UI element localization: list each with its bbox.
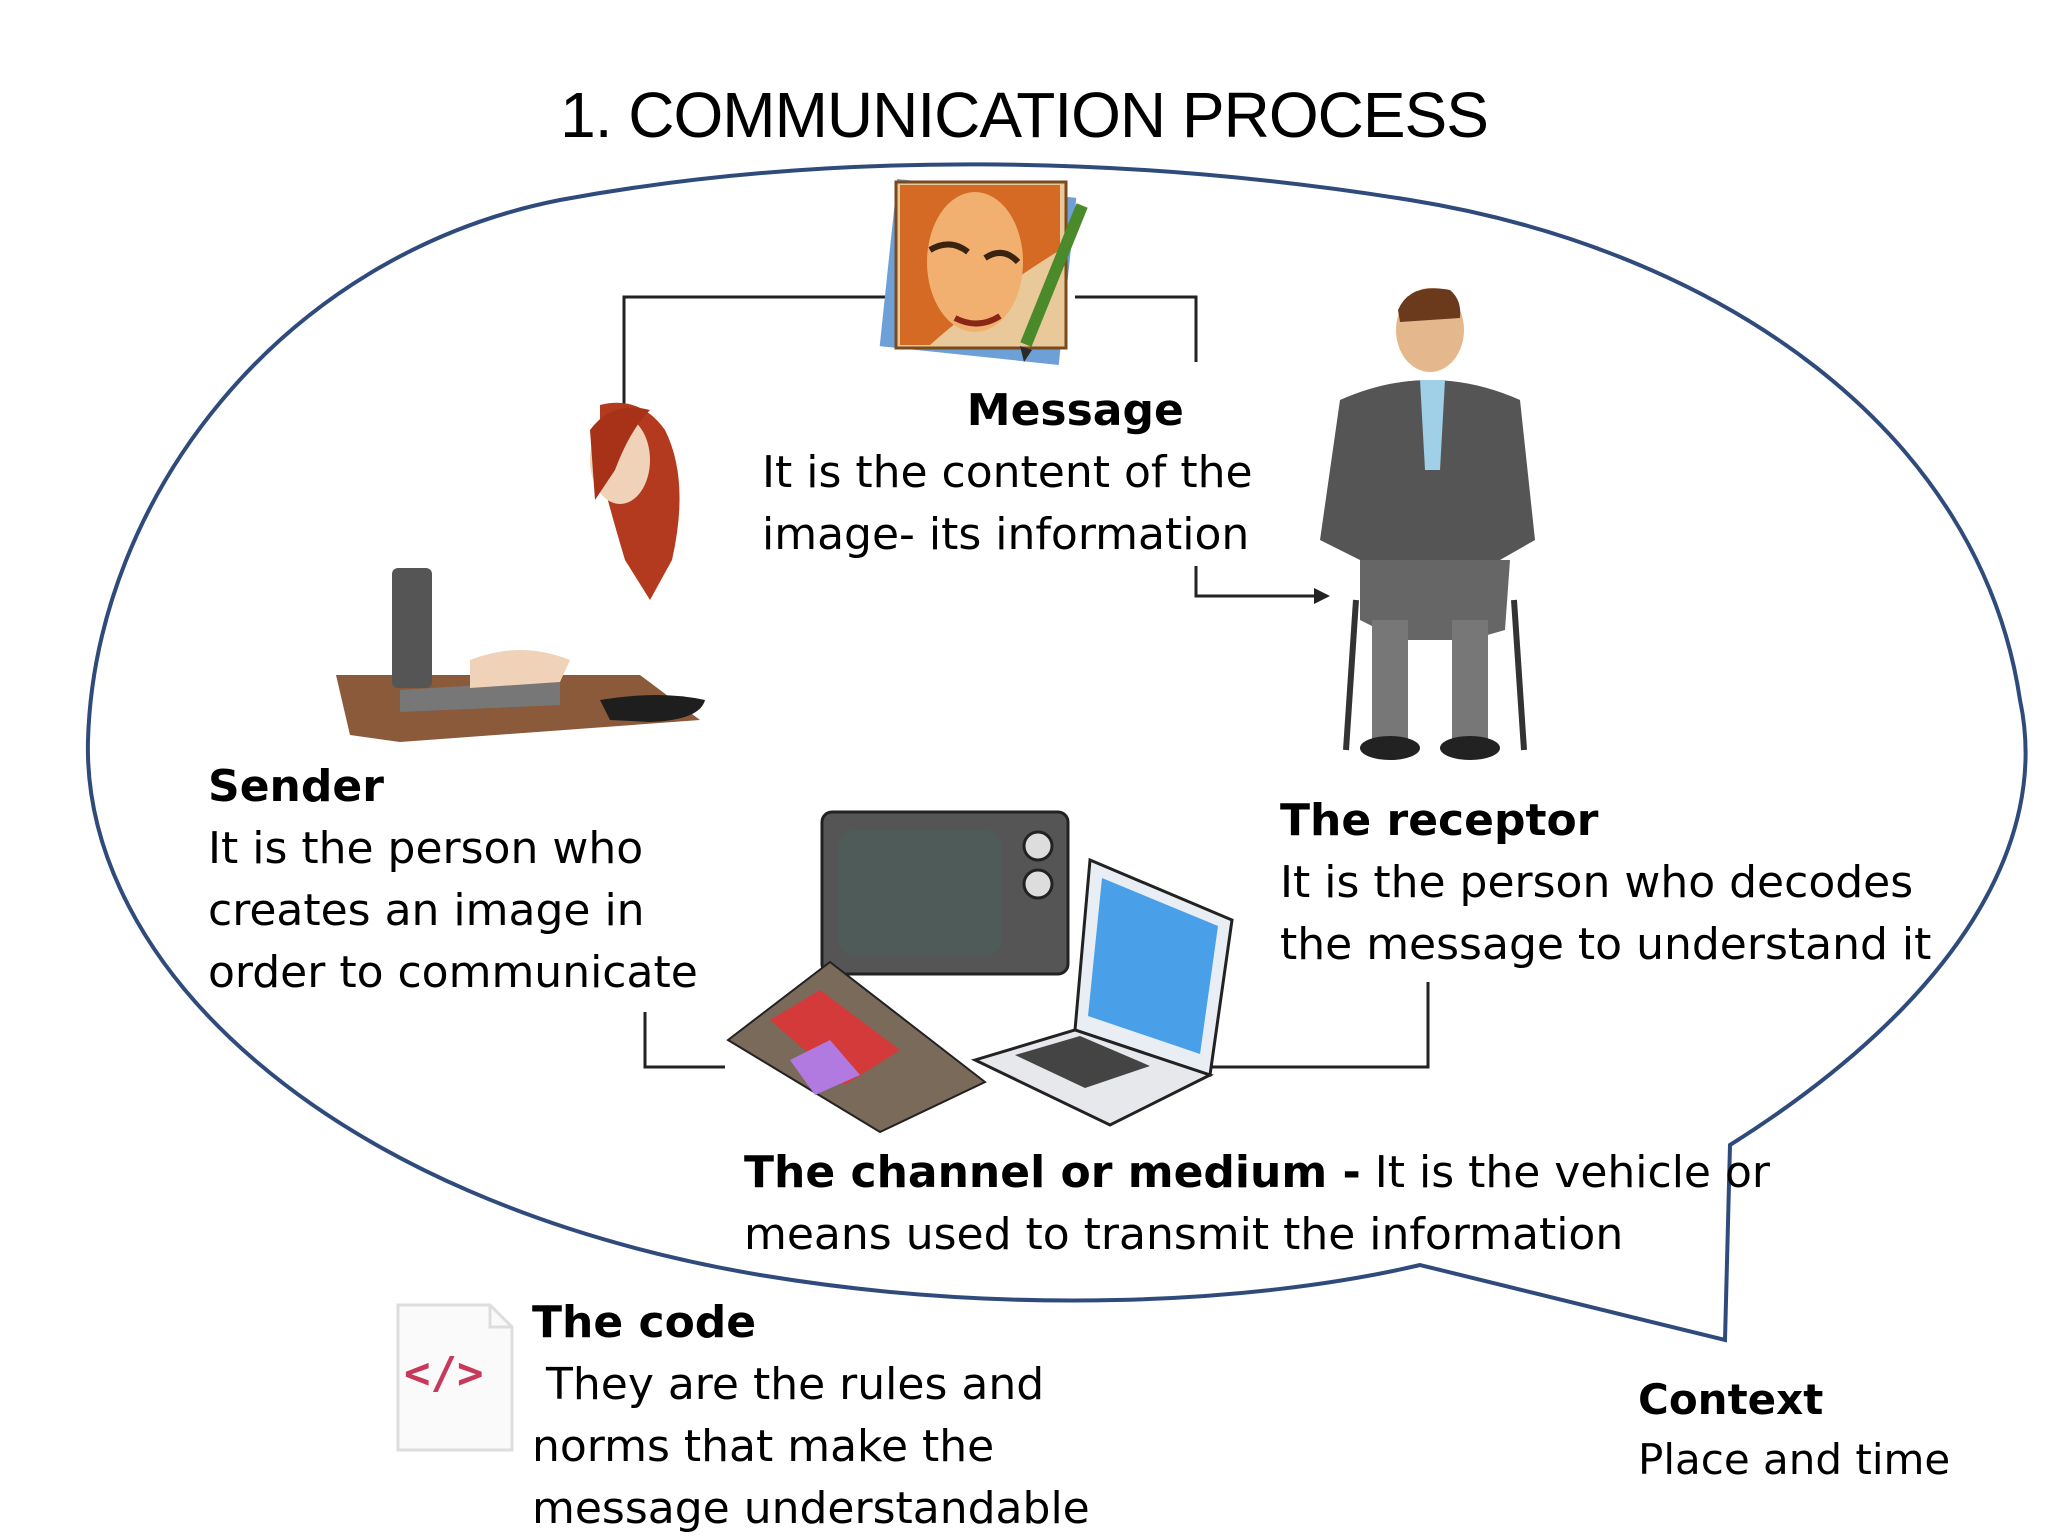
connector-sender-channel <box>643 1012 725 1069</box>
message-illustration <box>879 179 1088 365</box>
sender-text-block: Sender It is the person who creates an i… <box>208 756 698 1004</box>
context-line: Place and time <box>1638 1435 1951 1484</box>
receptor-illustration <box>1320 288 1535 760</box>
receptor-line-2: the message to understand it <box>1280 919 1932 970</box>
code-file-icon <box>396 1303 514 1452</box>
channel-text-block: The channel or medium - It is the vehicl… <box>744 1142 1770 1266</box>
code-heading: The code <box>532 1297 757 1348</box>
channel-heading: The channel or medium - <box>744 1147 1361 1198</box>
connector-receptor-channel <box>1205 982 1430 1069</box>
code-line-3: message understandable <box>532 1483 1090 1534</box>
message-line-2: image- its information <box>762 509 1250 560</box>
sender-line-3: order to communicate <box>208 947 698 998</box>
page-title: 1. COMMUNICATION PROCESS <box>560 79 1489 151</box>
context-speech-bubble <box>85 162 2028 1343</box>
connector-to-receptor-arrow <box>1194 566 1318 598</box>
message-line-1: It is the content of the <box>762 447 1253 498</box>
arrow-head <box>1314 588 1330 604</box>
context-text-block: Context Place and time <box>1638 1370 1950 1490</box>
receptor-line-1: It is the person who decodes <box>1280 857 1914 908</box>
sender-illustration <box>336 402 705 742</box>
sender-line-2: creates an image in <box>208 885 645 936</box>
code-line-1: They are the rules and <box>532 1359 1045 1410</box>
channel-line-2: means used to transmit the information <box>744 1209 1624 1260</box>
connector-sender-message <box>622 295 902 420</box>
sender-line-1: It is the person who <box>208 823 644 874</box>
code-icon-glyph: </> <box>404 1348 484 1399</box>
channel-line-1: The channel or medium - It is the vehicl… <box>744 1142 1770 1204</box>
receptor-heading: The receptor <box>1280 795 1599 846</box>
channel-line-1-rest: It is the vehicle or <box>1360 1147 1770 1198</box>
code-text-block: The code They are the rules and norms th… <box>532 1292 1090 1540</box>
message-text-block: Message It is the content of the image- … <box>762 380 1253 566</box>
code-line-2: norms that make the <box>532 1421 995 1472</box>
channel-illustration <box>726 810 1234 1134</box>
receptor-text-block: The receptor It is the person who decode… <box>1280 790 1931 976</box>
connector-message-receptor <box>1075 295 1198 362</box>
sender-heading: Sender <box>208 761 384 812</box>
context-heading: Context <box>1638 1375 1824 1424</box>
message-heading: Message <box>966 385 1184 436</box>
